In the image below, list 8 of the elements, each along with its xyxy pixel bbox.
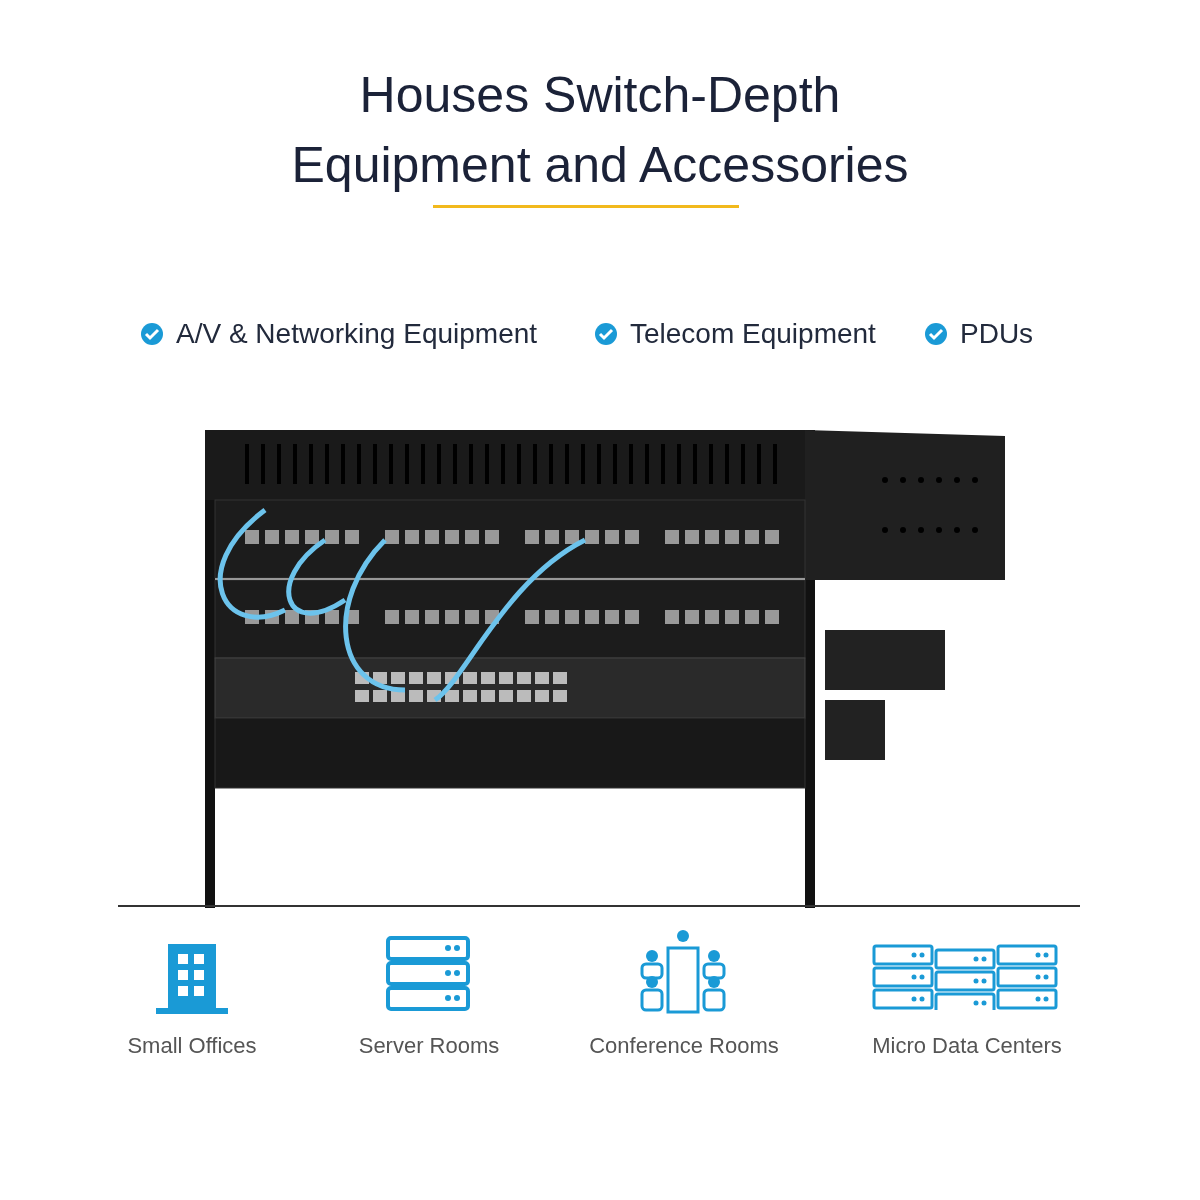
checklist-item: A/V & Networking Equipment	[176, 318, 538, 350]
category-caption: Conference Rooms	[588, 1033, 780, 1059]
category-caption: Micro Data Centers	[871, 1033, 1063, 1059]
checklist-item: PDUs	[960, 318, 1034, 350]
title: Houses Switch-Depth Equipment and Accessories	[290, 66, 910, 195]
category-caption: Server Rooms	[357, 1033, 501, 1059]
checklist-item: Telecom Equipment	[630, 318, 876, 350]
category-caption: Small Offices	[126, 1033, 258, 1059]
